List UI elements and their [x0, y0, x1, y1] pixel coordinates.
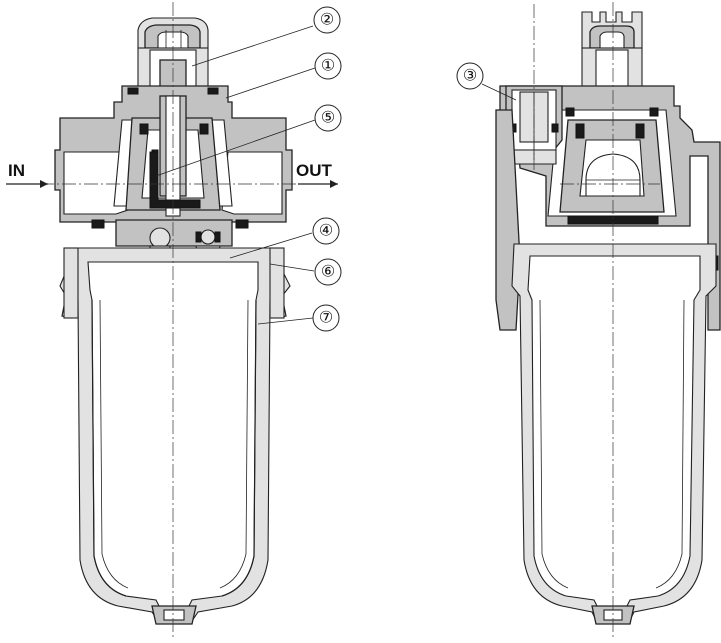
callout-2: ②	[313, 6, 341, 34]
leader-line-3	[481, 83, 517, 101]
inlet-arrow: IN	[6, 161, 48, 188]
bowl-part-7	[59, 247, 291, 625]
callout-1-text: ①	[321, 58, 335, 75]
callout-6-text: ⑥	[321, 264, 335, 281]
seal-plate-part-5	[91, 151, 249, 229]
callout-1: ①	[314, 52, 342, 80]
callout-4-text: ④	[319, 223, 333, 240]
outlet-arrow: OUT	[296, 161, 338, 188]
callout-6: ⑥	[314, 258, 342, 286]
inlet-label: IN	[8, 161, 25, 180]
left-section-view: IN OUT ② ① ⑤	[6, 2, 342, 640]
callout-4: ④	[312, 217, 340, 245]
callout-7: ⑦	[312, 304, 340, 332]
right-section-view: ③	[456, 2, 721, 640]
callout-3-text: ③	[463, 68, 477, 85]
right-bowl	[511, 243, 717, 625]
outlet-label: OUT	[296, 161, 333, 180]
callout-5: ⑤	[314, 104, 342, 132]
leader-lines	[155, 25, 316, 325]
right-sight-dome	[581, 11, 643, 115]
callout-7-text: ⑦	[319, 310, 333, 327]
callout-5-text: ⑤	[321, 110, 335, 127]
callout-3: ③	[456, 62, 484, 90]
callout-2-text: ②	[320, 12, 334, 29]
